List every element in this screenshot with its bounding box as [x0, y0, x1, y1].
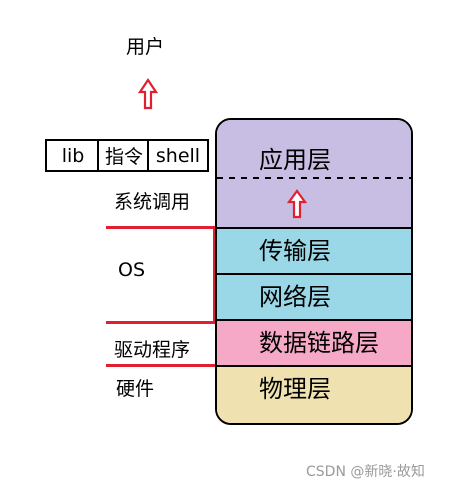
layer-transport: 传输层 — [217, 229, 411, 273]
hardware-label: 硬件 — [116, 378, 155, 400]
toolbox-item-shell: shell — [155, 144, 201, 167]
user-toolbox: lib 指令 shell — [45, 139, 209, 172]
os-top-boundary-line — [106, 226, 216, 229]
up-arrow-icon — [287, 189, 307, 219]
network-layer-stack: 应用层 传输层 网络层 数据链路层 物理层 — [215, 118, 413, 425]
layer-application: 应用层 — [217, 120, 411, 228]
layer-network: 网络层 — [217, 275, 411, 319]
os-bottom-boundary-line — [106, 321, 216, 324]
toolbox-divider — [97, 141, 99, 170]
toolbox-item-instruction: 指令 — [104, 146, 143, 168]
layer-divider — [217, 319, 411, 321]
dashed-divider — [217, 177, 411, 179]
up-arrow-icon — [138, 78, 158, 110]
layer-divider — [217, 365, 411, 367]
user-label: 用户 — [126, 36, 165, 58]
layer-application-label: 应用层 — [259, 146, 331, 174]
layer-datalink-label: 数据链路层 — [259, 329, 379, 357]
os-label: OS — [118, 259, 146, 281]
watermark: CSDN @新晓·故知 — [306, 464, 425, 480]
driver-boundary-line — [106, 364, 216, 367]
layer-datalink: 数据链路层 — [217, 321, 411, 365]
driver-label: 驱动程序 — [114, 339, 191, 361]
syscall-label: 系统调用 — [114, 191, 191, 213]
layer-physical: 物理层 — [217, 367, 411, 423]
layer-divider — [217, 273, 411, 275]
layer-physical-label: 物理层 — [259, 375, 331, 403]
layer-network-label: 网络层 — [259, 283, 331, 311]
toolbox-item-lib: lib — [61, 144, 85, 167]
layer-transport-label: 传输层 — [259, 237, 331, 265]
layer-divider — [217, 227, 411, 229]
toolbox-divider — [147, 141, 149, 170]
os-right-boundary-line — [213, 226, 216, 324]
